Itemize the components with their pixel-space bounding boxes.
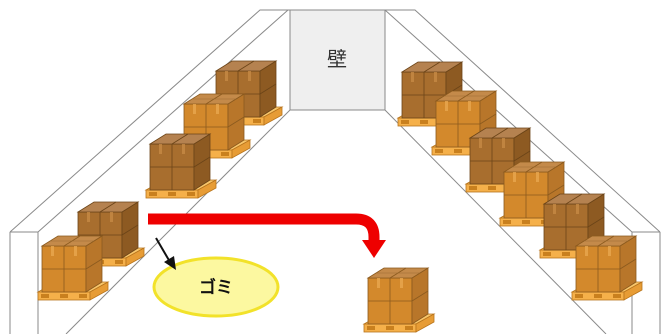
trash-label: ゴミ xyxy=(199,277,233,298)
red-bent-arrow xyxy=(148,213,386,258)
pallet-boxes-icon xyxy=(37,235,109,301)
pallet-boxes-icon xyxy=(145,133,217,199)
trash-ellipse xyxy=(152,256,280,318)
right-pallet-row xyxy=(397,61,643,301)
back-wall xyxy=(289,9,386,111)
moved-pallet-boxes-icon xyxy=(363,267,435,333)
black-pointer-arrow xyxy=(155,237,176,270)
trash-callout: ゴミ xyxy=(152,256,280,318)
pallet-boxes-icon xyxy=(571,235,643,301)
wall-label: 壁 xyxy=(327,47,347,71)
